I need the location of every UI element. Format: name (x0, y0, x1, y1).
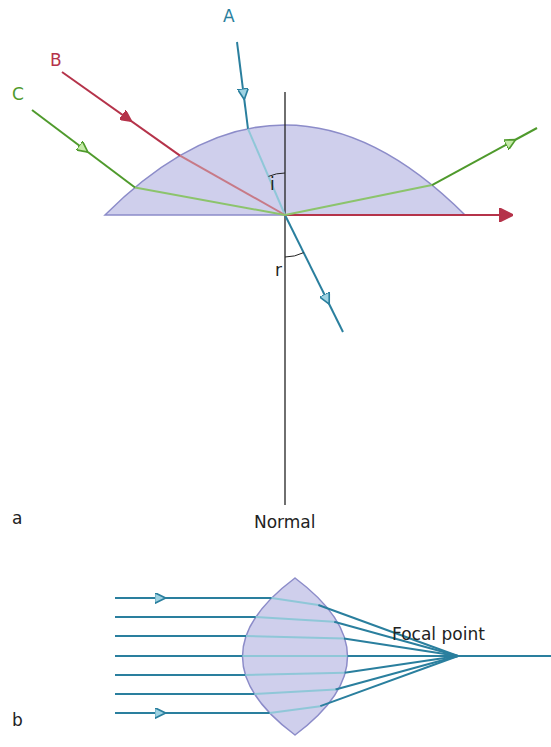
ray-arrowhead (243, 93, 244, 95)
ray-arrowhead (510, 142, 511, 144)
refracted-ray-inside (248, 129, 285, 215)
ray-inside-lens (254, 689, 335, 694)
ray-inside-lens (272, 598, 319, 605)
ray-inside-lens (256, 617, 334, 622)
ray-inside-lens (246, 636, 344, 638)
point-label: Focal point (392, 626, 485, 643)
ray-inside-lens (245, 673, 344, 675)
parallel-ray (115, 635, 246, 637)
parallel-ray (115, 674, 245, 676)
ray-arrowhead (326, 298, 328, 299)
converging-ray (320, 656, 458, 706)
angle-arc (285, 253, 304, 257)
ray-arrowhead (82, 147, 83, 149)
angle-label: i (270, 176, 275, 193)
emergent-ray (432, 128, 537, 185)
parallel-ray (115, 597, 272, 599)
parallel-ray (115, 616, 256, 618)
half-lens-figure (32, 42, 537, 505)
converging-ray (345, 656, 458, 673)
ray-arrowhead (158, 713, 160, 714)
ray-label: B (50, 52, 62, 69)
refracted-ray (285, 215, 343, 332)
angle-label: r (275, 262, 282, 279)
parallel-ray (115, 693, 254, 695)
figure-label: a (12, 510, 22, 527)
converging-ray (336, 656, 458, 689)
critical-ray (285, 214, 512, 216)
ray-arrowhead (158, 598, 160, 599)
figure-label: b (12, 712, 23, 729)
incident-ray (62, 72, 180, 156)
ray-inside-lens (270, 706, 321, 713)
parallel-ray (115, 655, 243, 657)
convex-lens (243, 578, 348, 735)
ray-arrowhead (126, 117, 127, 119)
reflected-ray-inside (285, 185, 432, 215)
incident-ray (237, 42, 248, 129)
ray-label: A (223, 8, 235, 25)
convex-lens-figure (115, 578, 551, 735)
refracted-ray-inside (135, 188, 285, 216)
normal-line (284, 92, 285, 505)
axis-label: Normal (254, 514, 316, 531)
incident-ray (32, 110, 135, 188)
ray-inside-lens (243, 655, 348, 657)
ray-label: C (12, 86, 24, 103)
parallel-ray (115, 712, 270, 714)
